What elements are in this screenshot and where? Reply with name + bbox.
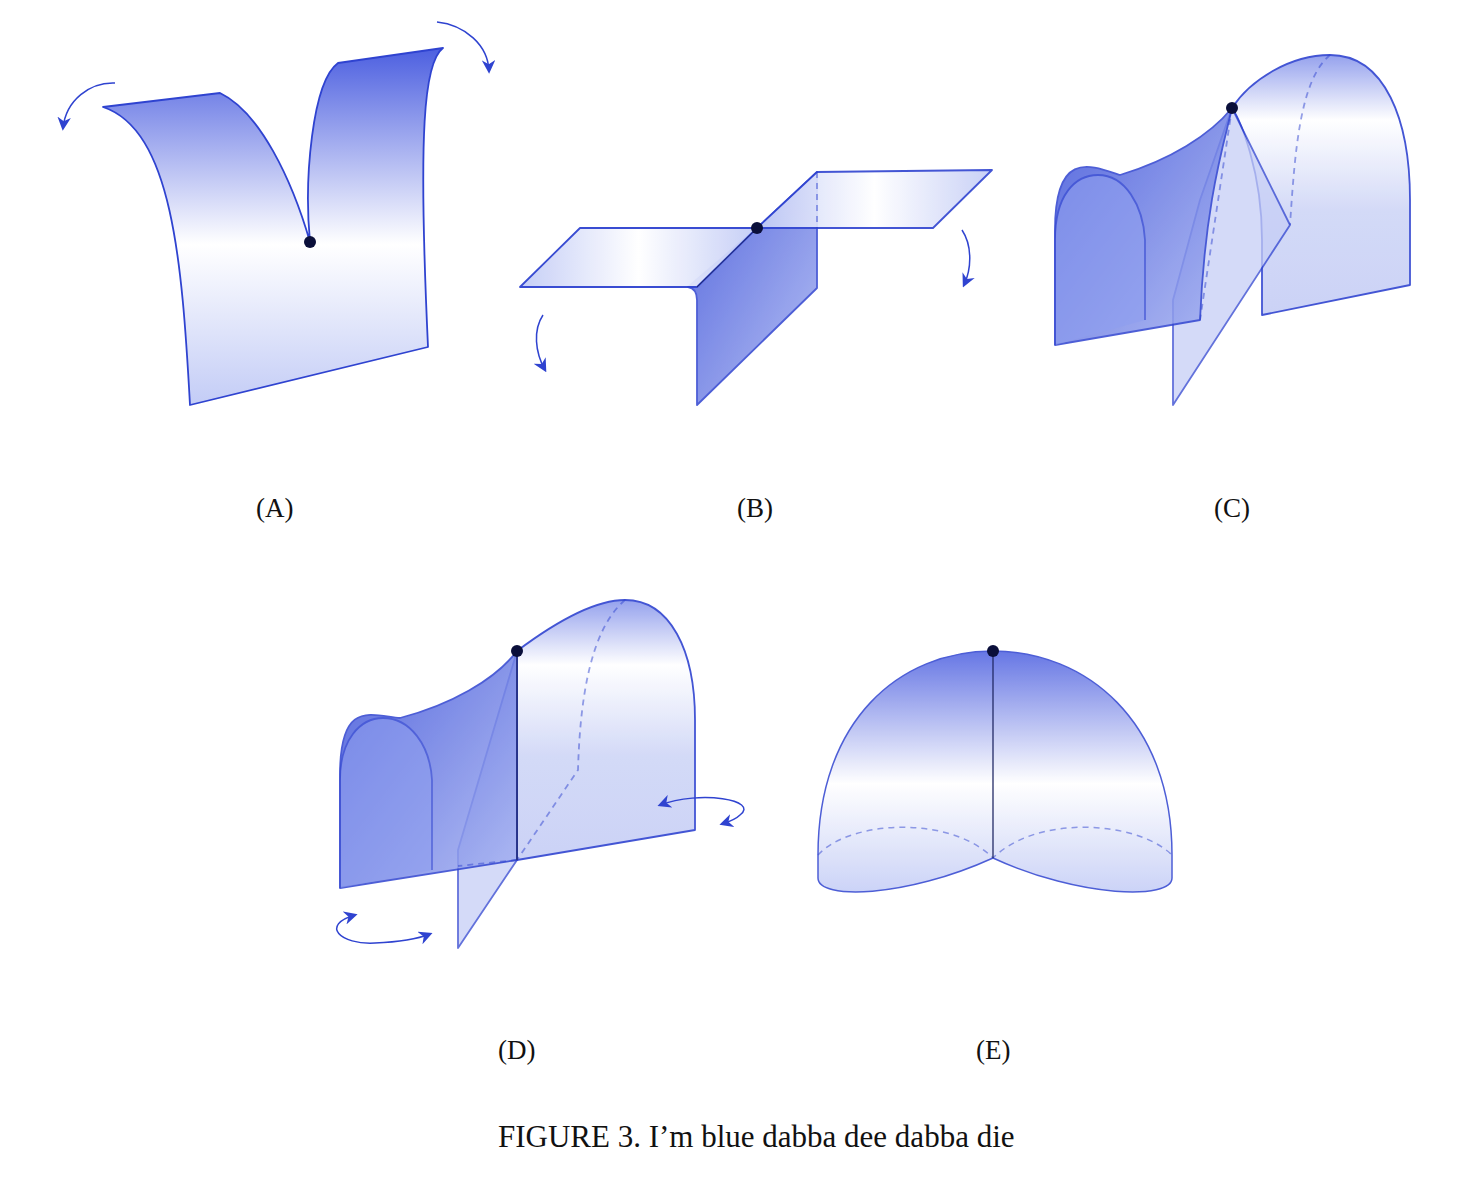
figure-stroke bbox=[1200, 108, 1232, 320]
figure-stroke bbox=[1055, 175, 1145, 345]
figure-stroke bbox=[337, 915, 430, 943]
figure-stroke bbox=[751, 222, 763, 234]
surface-e bbox=[818, 645, 1172, 892]
figure-stroke bbox=[437, 22, 489, 71]
figure-stroke bbox=[63, 83, 115, 128]
figure-stroke bbox=[818, 651, 1172, 892]
figure-stroke bbox=[1226, 102, 1238, 114]
figure-stroke bbox=[340, 718, 432, 888]
figure-stroke bbox=[1290, 55, 1330, 225]
subfigure-label: (D) bbox=[498, 1034, 535, 1066]
figure-stroke bbox=[103, 48, 443, 405]
surface-c bbox=[1055, 55, 1410, 405]
figure-caption: FIGURE 3. I’m blue dabba dee dabba die bbox=[498, 1118, 1015, 1155]
figure-stroke bbox=[816, 172, 818, 228]
figure-stroke bbox=[520, 228, 757, 287]
surface-a bbox=[63, 22, 489, 405]
figure-stroke bbox=[1055, 108, 1232, 345]
surface-d bbox=[337, 600, 744, 948]
figure-stroke bbox=[992, 651, 993, 858]
figure-stroke bbox=[517, 600, 625, 860]
figure-stroke bbox=[304, 236, 316, 248]
figure-stroke bbox=[697, 228, 757, 287]
figure-stroke bbox=[818, 827, 1172, 858]
subfigure-label: (C) bbox=[1214, 492, 1250, 524]
figure-stroke bbox=[516, 651, 517, 860]
figure-stroke bbox=[536, 315, 545, 370]
subfigure-label: (A) bbox=[256, 492, 293, 524]
figure-stroke bbox=[987, 645, 999, 657]
subfigure-label: (E) bbox=[976, 1034, 1010, 1066]
figure-stroke bbox=[458, 860, 517, 866]
subfigure-label: (B) bbox=[737, 492, 773, 524]
surface-b bbox=[520, 170, 992, 405]
figure-stroke bbox=[340, 651, 517, 888]
figure-stroke bbox=[757, 170, 992, 228]
figure-stroke bbox=[660, 798, 744, 824]
figure-stroke bbox=[517, 600, 695, 860]
figure-stroke bbox=[962, 230, 970, 285]
figure-stroke bbox=[511, 645, 523, 657]
